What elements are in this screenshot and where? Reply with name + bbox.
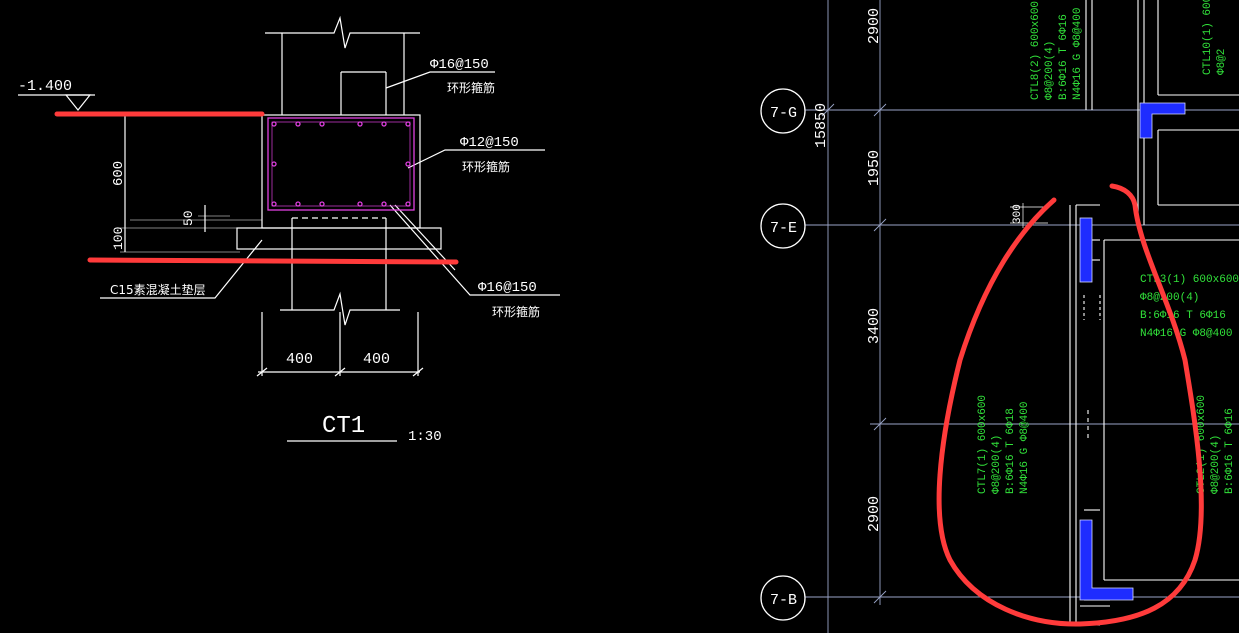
svg-text:CTL7(1) 600x600: CTL7(1) 600x600 [977, 395, 989, 494]
callout-mid-desc: 环形箍筋 [462, 159, 510, 174]
svg-text:Φ8@200(4): Φ8@200(4) [1044, 41, 1056, 100]
elevation-label: -1.400 [18, 78, 72, 95]
plan-columns [1079, 102, 1186, 601]
leader-bottom [389, 204, 560, 296]
svg-text:7-G: 7-G [770, 105, 797, 122]
elevation-triangle [64, 94, 92, 111]
dim-2900-top: 2900 [866, 8, 883, 44]
pad-label: C15素混凝土垫层 [110, 282, 206, 297]
grid-bubble-7g: 7-G [760, 88, 806, 134]
dim-400-left: 400 [286, 351, 313, 368]
section-scale: 1:30 [408, 429, 442, 445]
callout-top-desc: 环形箍筋 [447, 80, 495, 95]
red-markup [54, 111, 1204, 627]
column-7g [1139, 102, 1186, 139]
rebar-cage [267, 117, 415, 211]
leader-top [385, 71, 495, 89]
svg-text:N4Φ16 G Φ8@400: N4Φ16 G Φ8@400 [1072, 8, 1084, 100]
break-line-top [265, 15, 420, 49]
dim-50: 50 [181, 210, 196, 226]
svg-text:CTL8(2) 600x600: CTL8(2) 600x600 [1030, 1, 1042, 100]
svg-text:7-E: 7-E [770, 220, 797, 237]
svg-text:CTL3(1) 600x600: CTL3(1) 600x600 [1140, 274, 1239, 286]
ct1-section-detail [18, 15, 560, 442]
svg-text:N4Φ16 G Φ8@400: N4Φ16 G Φ8@400 [1140, 328, 1232, 340]
callout-bottom-desc: 环形箍筋 [492, 304, 540, 319]
svg-text:B:6Φ16 T 6Φ16: B:6Φ16 T 6Φ16 [1140, 310, 1226, 322]
svg-text:CTL10(1) 600x: CTL10(1) 600x [1202, 0, 1214, 75]
beam-label-ctl3: CTL3(1) 600x600 Φ8@200(4) B:6Φ16 T 6Φ16 … [1140, 274, 1239, 340]
markup-loop [936, 183, 1204, 627]
c15-pad-outline [236, 227, 442, 250]
svg-text:N4Φ16 G Φ8@400: N4Φ16 G Φ8@400 [1019, 402, 1031, 494]
markup-line-bottom [87, 257, 459, 265]
svg-text:Φ8@200(4): Φ8@200(4) [1140, 292, 1199, 304]
svg-text:B:6Φ16 T 6Φ16: B:6Φ16 T 6Φ16 [1058, 14, 1070, 100]
dim-2900-bottom: 2900 [866, 496, 883, 532]
dim-3400: 3400 [866, 308, 883, 344]
svg-text:B:6Φ16 T 6Φ18: B:6Φ16 T 6Φ18 [1005, 408, 1017, 494]
dim-15850: 15850 [813, 103, 830, 148]
svg-text:B:6Φ16 T 6Φ16: B:6Φ16 T 6Φ16 [1224, 408, 1236, 494]
beam-label-ctl8: CTL8(2) 600x600 Φ8@200(4) B:6Φ16 T 6Φ16 … [1030, 1, 1084, 100]
svg-text:Φ8@200(4): Φ8@200(4) [1210, 435, 1222, 494]
beam-label-ctl2: CTL2(1) 600x600 Φ8@200(4) B:6Φ16 T 6Φ16 [1196, 395, 1236, 494]
svg-text:Φ8@2: Φ8@2 [1216, 49, 1228, 75]
grid-bubble-7b: 7-B [760, 575, 806, 621]
column-7e [1079, 217, 1093, 283]
callout-mid-spec: Φ12@150 [460, 135, 519, 151]
beam-label-ctl7: CTL7(1) 600x600 Φ8@200(4) B:6Φ16 T 6Φ18 … [977, 395, 1031, 494]
beam-label-ctl10: CTL10(1) 600x Φ8@2 [1202, 0, 1228, 75]
callout-top-spec: Φ16@150 [430, 57, 489, 73]
dim-100: 100 [111, 227, 126, 250]
dim-300: 300 [1012, 204, 1024, 224]
column-7b [1079, 519, 1134, 601]
pile-cap-outline [261, 114, 421, 229]
callout-bottom-spec: Φ16@150 [478, 280, 537, 296]
grid-bubble-7e: 7-E [760, 203, 806, 249]
svg-text:7-B: 7-B [770, 592, 797, 609]
dim-400-right: 400 [363, 351, 390, 368]
dim-600: 600 [111, 161, 127, 186]
section-title: CT1 [322, 413, 365, 440]
svg-text:Φ8@200(4): Φ8@200(4) [991, 435, 1003, 494]
dim-1950: 1950 [866, 150, 883, 186]
leader-mid [407, 149, 545, 169]
break-line-bottom [280, 291, 400, 326]
